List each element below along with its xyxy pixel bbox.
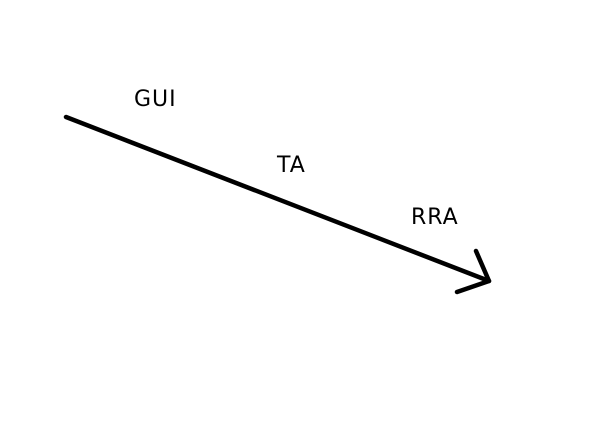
arrow-shaft: [63, 114, 492, 284]
label-gui: GUI: [134, 87, 177, 112]
label-rra: RRA: [411, 205, 459, 230]
label-ta: TA: [276, 153, 306, 178]
arrow-head: [454, 248, 492, 295]
